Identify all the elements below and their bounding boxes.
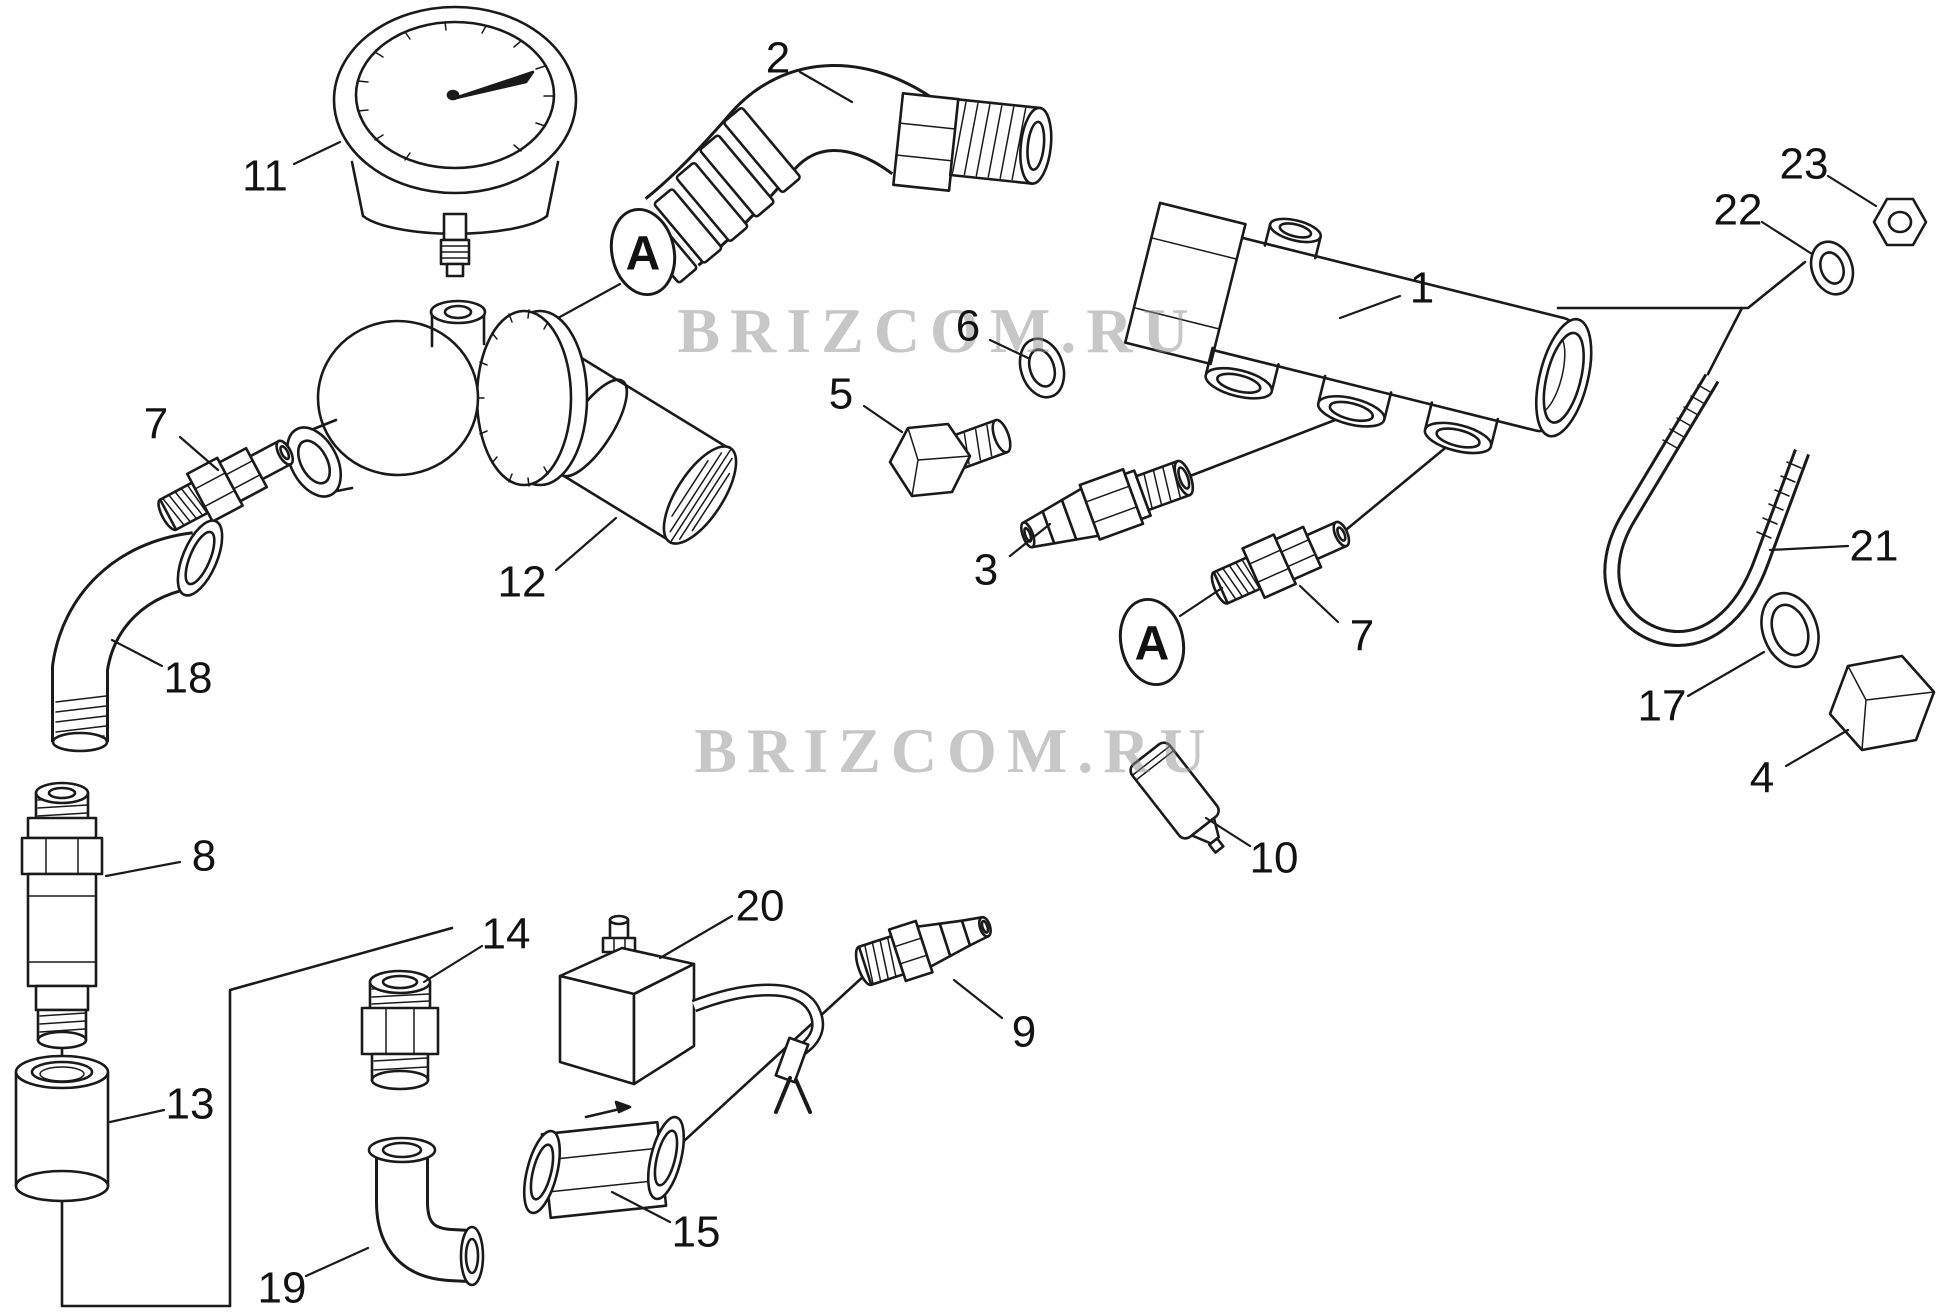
flow-arrow xyxy=(584,1107,622,1119)
leader-line-11 xyxy=(292,140,342,166)
annotations: BRIZCOM.RUBRIZCOM.RU12345677891011121314… xyxy=(104,34,1899,1313)
part-label-6: 6 xyxy=(956,302,980,351)
part-label-11: 11 xyxy=(242,152,288,201)
part-23-nut xyxy=(1872,197,1928,247)
part-label-22: 22 xyxy=(1714,186,1763,235)
part-17-washer xyxy=(1760,591,1820,669)
part-label-2: 2 xyxy=(766,34,790,83)
leader-line-21 xyxy=(1768,544,1850,552)
badge-letter-a-upper: A xyxy=(626,228,661,281)
part-label-4: 4 xyxy=(1750,754,1774,803)
leader-line-a-lower xyxy=(1178,586,1224,618)
part-label-10: 10 xyxy=(1250,834,1299,883)
leader-line-6 xyxy=(988,338,1030,360)
leader-line-22 xyxy=(1760,220,1814,256)
part-label-5: 5 xyxy=(829,370,853,419)
manifold-port-3 xyxy=(1423,401,1500,455)
watermark-text-2: BRIZCOM.RU xyxy=(694,715,1215,786)
leader-line-23 xyxy=(1826,174,1878,208)
leader-line-9 xyxy=(952,978,1004,1020)
part-7-nipple-left xyxy=(157,439,295,532)
leader-line-a-upper xyxy=(556,282,622,320)
part-13-socket-coupling xyxy=(14,1054,110,1203)
part-21-u-bolt xyxy=(1603,373,1810,647)
part-label-15: 15 xyxy=(672,1208,721,1257)
part-22-washer xyxy=(1809,240,1855,296)
part-15-solenoid-valve-body xyxy=(522,1100,686,1220)
watermark-text-1: BRIZCOM.RU xyxy=(677,295,1198,366)
part-label-7-right: 7 xyxy=(1350,612,1374,661)
leader-line-1 xyxy=(1338,294,1402,320)
leader-line-17 xyxy=(1686,650,1766,698)
part-18-elbow-pipe xyxy=(51,519,224,753)
leader-line-12 xyxy=(554,516,618,572)
part-label-8: 8 xyxy=(192,832,216,881)
assembly-lines xyxy=(60,260,1807,1308)
part-3-barb-adapter xyxy=(1020,459,1195,549)
part-20-solenoid-coil xyxy=(558,914,825,1114)
leader-line-5 xyxy=(862,404,904,434)
leader-line-4 xyxy=(1784,728,1850,768)
part-label-13: 13 xyxy=(166,1080,215,1129)
part-8-check-valve xyxy=(20,781,104,1050)
part-label-23: 23 xyxy=(1780,140,1829,189)
detail-badge-a-upper xyxy=(609,207,677,297)
part-9-hose-barb xyxy=(854,915,992,987)
leader-line-19 xyxy=(304,1246,370,1278)
part-label-18: 18 xyxy=(164,654,213,703)
part-10-grease-tube xyxy=(1129,741,1225,854)
leader-line-20 xyxy=(658,914,734,960)
leader-line-18 xyxy=(110,638,164,668)
part-5-hex-plug xyxy=(888,418,1012,498)
leader-line-7-right xyxy=(1298,584,1340,624)
badge-letter-a-lower: A xyxy=(1135,618,1170,671)
manifold-port-1 xyxy=(1204,346,1280,400)
part-label-7-left: 7 xyxy=(144,400,168,449)
leader-line-14 xyxy=(422,944,484,984)
part-12-regulator-valve xyxy=(285,299,738,545)
part-11-pressure-gauge xyxy=(332,5,578,278)
part-7-nipple-right xyxy=(1210,520,1351,605)
part-6-seal-ring xyxy=(1018,337,1066,399)
leader-line-8 xyxy=(104,860,182,878)
part-label-21: 21 xyxy=(1850,522,1899,571)
part-19-elbow-fitting xyxy=(367,1136,485,1287)
leader-line-10 xyxy=(1204,816,1252,848)
part-4-hex-cap xyxy=(1828,654,1936,752)
part-1-manifold xyxy=(1123,201,1593,455)
part-label-17: 17 xyxy=(1638,682,1687,731)
part-label-9: 9 xyxy=(1012,1008,1036,1057)
wire-fork xyxy=(774,1076,812,1114)
leader-line-3 xyxy=(1008,522,1052,558)
part-label-14: 14 xyxy=(482,910,531,959)
leader-line-13 xyxy=(108,1108,166,1124)
part-label-19: 19 xyxy=(258,1264,307,1313)
part-label-20: 20 xyxy=(736,882,785,931)
leader-line-7-left xyxy=(178,435,220,472)
leader-line-2 xyxy=(798,70,854,104)
part-label-12: 12 xyxy=(498,558,547,607)
part-14-hex-nipple xyxy=(360,969,440,1091)
detail-badge-a-lower xyxy=(1118,597,1186,687)
part-2-elbow-hose-connector xyxy=(632,64,1053,284)
manifold-port-2 xyxy=(1316,374,1393,428)
part-label-1: 1 xyxy=(1410,264,1434,313)
part-label-3: 3 xyxy=(974,546,998,595)
leader-line-15 xyxy=(610,1190,672,1224)
